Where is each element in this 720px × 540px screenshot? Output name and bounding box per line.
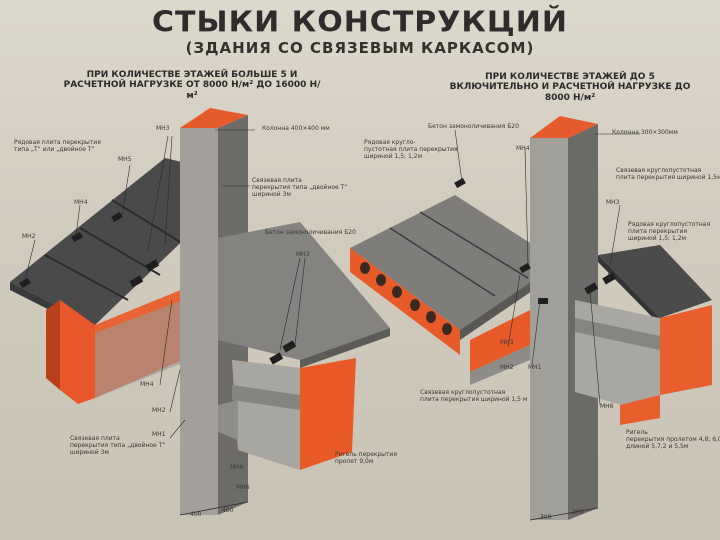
right-hollow-slab-top (350, 195, 560, 330)
leader-lines (24, 129, 640, 439)
left-column-front (180, 128, 218, 515)
label-edge-slab-t: Рядовая плита перекрытия типа „Т“ или „д… (14, 139, 101, 153)
left-t-rib (60, 300, 95, 404)
page-title: СТЫКИ КОНСТРУКЦИЙ (152, 5, 568, 40)
label-mn6-right: МН6 (600, 403, 614, 410)
label-row-hollow-slab: Рядовая круглопустотная плита перекрытия… (628, 221, 711, 242)
right-crossbar (575, 300, 660, 410)
label-tie-hollow-bottom: Связевая круглопустотная плита перекрыти… (420, 389, 528, 403)
left-mid-slab (218, 222, 390, 360)
page-subtitle: (ЗДАНИЯ СО СВЯЗЕВЫМ КАРКАСОМ) (185, 39, 535, 57)
label-dim-300a: 300 (540, 514, 552, 521)
label-mn5-left: МН5 (118, 156, 132, 163)
right-column-top (530, 116, 598, 138)
label-mn4-left: МН4 (74, 199, 88, 206)
label-concrete-b20-left: Бетон замоноличивания Б20 (265, 229, 356, 236)
label-mn3-right-low: МН3 (500, 339, 514, 346)
right-heading: ПРИ КОЛИЧЕСТВЕ ЭТАЖЕЙ ДО 5 ВКЛЮЧИТЕЛЬНО … (449, 72, 691, 103)
right-crossbar-orange (660, 305, 712, 395)
label-mn6-a: МН6 (230, 464, 244, 471)
label-mn6-b: МН6 (236, 484, 250, 491)
hollow-cores (360, 262, 452, 335)
label-tie-slab-bottom: Связевая плита перекрытия типа „двойное … (70, 435, 166, 456)
label-mn2-left: МН2 (22, 233, 36, 240)
right-slab-top (598, 245, 712, 318)
left-column-top (180, 108, 248, 128)
label-dim-300b: 300 (572, 509, 584, 516)
label-mn3-right: МН3 (606, 199, 620, 206)
label-mn4-right: МН4 (516, 145, 530, 152)
label-mn4-low: МН4 (140, 381, 154, 388)
label-dim-400a: 400 (190, 511, 202, 518)
right-hollow-slab-front (350, 248, 460, 355)
label-mn2-low: МН2 (152, 407, 166, 414)
label-concrete-b20-right: Бетон замоноличивания Б20 (428, 123, 519, 130)
label-crossbar-left: Ригель перекрытия пролет 9,0м (335, 451, 397, 465)
right-column-front (530, 138, 568, 520)
label-mn2-right: МН2 (500, 364, 514, 371)
label-hollow-slab: Рядовая кругло- пустотная плита перекрыт… (364, 139, 458, 160)
label-column-400: Колонна 400×400 мм (262, 125, 330, 132)
label-mn3-left: МН3 (156, 125, 170, 132)
label-dim-400b: 400 (222, 507, 234, 514)
label-mn1-low: МН1 (152, 431, 166, 438)
left-heading: ПРИ КОЛИЧЕСТВЕ ЭТАЖЕЙ БОЛЬШЕ 5 И РАСЧЕТН… (63, 70, 321, 101)
label-tie-slab-t: Связевая плита перекрытия типа „двойное … (252, 177, 348, 198)
label-mn1-right: МН1 (528, 364, 542, 371)
label-crossbar-right: Ригель перекрытия пролетом 4,8; 6,0 м дл… (626, 429, 720, 450)
label-mn3-mid: МН3 (296, 251, 310, 258)
label-column-300: Колонна 300×300мм (612, 129, 678, 136)
label-tie-hollow-slab: Связевая круглопустотная плита перекрыти… (616, 167, 720, 181)
